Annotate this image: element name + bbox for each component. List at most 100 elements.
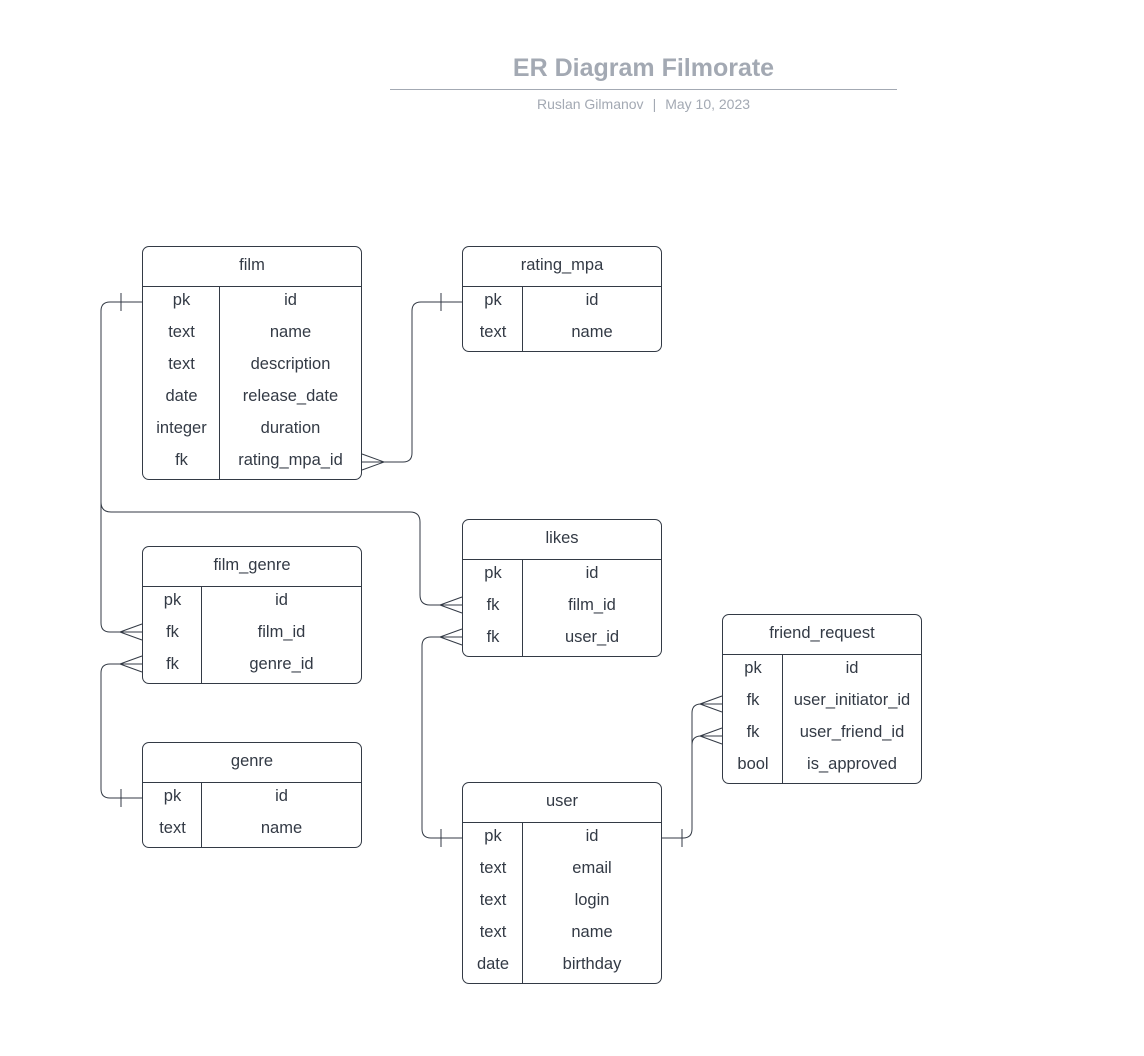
column-type: text xyxy=(479,923,507,941)
entity-row: date release_date xyxy=(143,383,361,415)
many-marker xyxy=(119,655,143,673)
column-type: text xyxy=(168,323,195,341)
column-type: fk xyxy=(166,655,179,673)
column-type: fk xyxy=(746,691,760,709)
entity-row: pk id xyxy=(463,287,661,319)
entity-row: text login xyxy=(463,887,661,919)
entity-header: film xyxy=(143,247,361,287)
entity-rows: pk id text name text description date release_d… xyxy=(143,287,361,479)
column-divider xyxy=(201,783,202,847)
column-name: rating_mpa_id xyxy=(238,451,343,469)
entity-header: friend_request xyxy=(723,615,921,655)
column-name: id xyxy=(585,827,599,845)
column-type: bool xyxy=(737,755,769,773)
entity-header: rating_mpa xyxy=(463,247,661,287)
diagram-date: May 10, 2023 xyxy=(665,96,751,112)
author-name: Ruslan Gilmanov xyxy=(536,96,644,112)
column-type: fk xyxy=(166,623,179,641)
column-type: fk xyxy=(175,451,188,469)
column-type: text xyxy=(159,819,186,837)
entity-film[interactable]: film pk id text name text description date relea… xyxy=(142,246,362,480)
column-type: fk xyxy=(486,596,500,614)
column-name: id xyxy=(275,787,288,805)
column-name: is_approved xyxy=(807,755,897,773)
many-marker xyxy=(699,695,723,713)
column-name: id xyxy=(845,659,859,677)
column-divider xyxy=(219,287,220,479)
column-name: user_friend_id xyxy=(799,723,905,741)
column-name: id xyxy=(585,291,599,309)
entity-rows: pk id text name xyxy=(463,287,661,351)
column-type: fk xyxy=(746,723,760,741)
column-name: name xyxy=(269,323,312,341)
subtitle-separator: | xyxy=(652,96,657,112)
column-name: login xyxy=(574,891,610,909)
diagram-subtitle: Ruslan Gilmanov | May 10, 2023 xyxy=(390,96,897,112)
column-name: genre_id xyxy=(249,655,314,673)
column-name: name xyxy=(260,819,303,837)
link-user-friend-initiator xyxy=(662,703,722,839)
column-name: duration xyxy=(260,419,321,437)
entity-header: likes xyxy=(463,520,661,560)
column-type: pk xyxy=(484,291,502,309)
column-type: date xyxy=(165,387,198,405)
column-name: film_id xyxy=(257,623,306,641)
entity-header: user xyxy=(463,783,661,823)
column-name: id xyxy=(284,291,297,309)
entity-row: fk film_id xyxy=(143,619,361,651)
column-type: text xyxy=(479,859,507,877)
title-underline xyxy=(390,89,897,90)
many-marker xyxy=(699,727,723,745)
column-name: user_initiator_id xyxy=(793,691,911,709)
column-name: id xyxy=(275,591,288,609)
column-divider xyxy=(522,287,523,351)
entity-row: text name xyxy=(143,319,361,351)
link-film-film-genre xyxy=(100,301,142,633)
entity-row: pk id xyxy=(723,655,921,687)
entity-row: integer duration xyxy=(143,415,361,447)
entity-row: bool is_approved xyxy=(723,751,921,783)
column-name: user_id xyxy=(564,628,620,646)
many-marker xyxy=(119,623,143,641)
entity-header: genre xyxy=(143,743,361,783)
column-type: text xyxy=(479,891,507,909)
column-divider xyxy=(522,823,523,983)
diagram-title: ER Diagram Filmorate xyxy=(512,54,775,82)
column-name: name xyxy=(571,323,613,341)
column-type: text xyxy=(479,323,507,341)
column-type: text xyxy=(168,355,195,373)
entity-row: pk id xyxy=(143,287,361,319)
many-marker xyxy=(439,628,463,646)
column-divider xyxy=(522,560,523,656)
column-divider xyxy=(201,587,202,683)
column-type: pk xyxy=(172,291,191,309)
link-genre-film-genre xyxy=(100,663,142,799)
column-name: birthday xyxy=(562,955,622,973)
entity-row: text name xyxy=(143,815,361,847)
column-type: pk xyxy=(744,659,762,677)
column-name: release_date xyxy=(242,387,339,405)
column-name: email xyxy=(572,859,612,877)
column-name: description xyxy=(250,355,331,373)
column-type: integer xyxy=(156,419,207,437)
entity-header: film_genre xyxy=(143,547,361,587)
